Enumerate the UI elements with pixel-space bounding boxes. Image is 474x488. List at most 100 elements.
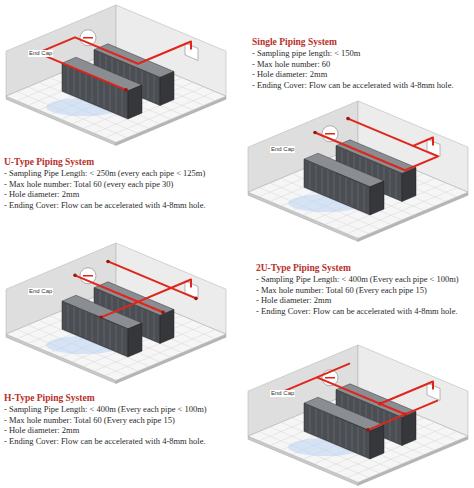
rack-divider bbox=[310, 163, 311, 189]
spec-line: - Ending Cover: Flow can be accelerated … bbox=[252, 80, 470, 91]
rack-divider bbox=[92, 315, 93, 341]
spec-line: - Hole diameter: 2mm bbox=[252, 69, 470, 80]
magnified-pipe bbox=[83, 37, 93, 39]
rack-divider bbox=[122, 327, 123, 353]
rack-divider bbox=[340, 419, 341, 445]
rack-divider bbox=[390, 169, 391, 195]
magnified-pipe bbox=[325, 133, 335, 135]
rack-side bbox=[128, 323, 142, 357]
rack-divider bbox=[68, 305, 69, 331]
spec-line: - Hole diameter: 2mm bbox=[4, 189, 244, 200]
end-cap bbox=[124, 88, 128, 92]
server-room bbox=[248, 345, 468, 485]
server-room bbox=[248, 101, 468, 241]
rack-front bbox=[304, 403, 370, 459]
text-block: U-Type Piping System- Sampling Pipe Leng… bbox=[4, 156, 244, 210]
spec-line: - Sampling Pipe Length: < 400m (Every ea… bbox=[4, 404, 244, 415]
spec-line: - Ending Cover: Flow can be accelerated … bbox=[4, 436, 244, 447]
rack-divider bbox=[116, 87, 117, 113]
end-cap bbox=[194, 297, 198, 301]
rack-divider bbox=[396, 416, 397, 442]
sampling-pipe bbox=[317, 377, 405, 414]
sampling-pipe bbox=[108, 261, 171, 287]
rack-divider bbox=[316, 165, 317, 191]
rack-divider bbox=[80, 310, 81, 336]
sampling-pipe bbox=[171, 288, 196, 299]
rack-divider bbox=[390, 413, 391, 439]
rack-divider bbox=[86, 312, 87, 338]
spec-line: - Hole diameter: 2mm bbox=[256, 295, 470, 306]
rack-divider bbox=[86, 74, 87, 100]
rack-divider bbox=[352, 424, 353, 450]
end-cap-label: End Cap bbox=[270, 146, 295, 153]
rack-divider bbox=[316, 409, 317, 435]
callout-label: End Cap bbox=[270, 146, 295, 153]
rack-side bbox=[402, 168, 416, 202]
sampling-pipe bbox=[368, 400, 438, 429]
text-block: Single Piping System- Sampling pipe leng… bbox=[252, 36, 470, 90]
callout-label: End Cap bbox=[28, 50, 53, 57]
rack-divider bbox=[334, 417, 335, 443]
rack-divider bbox=[116, 325, 117, 351]
end-cap-label: End Cap bbox=[270, 390, 295, 397]
heading: 2U-Type Piping System bbox=[256, 262, 470, 274]
sampling-pipe bbox=[138, 302, 163, 313]
rack-divider bbox=[310, 407, 311, 433]
heading: Single Piping System bbox=[252, 36, 470, 48]
floor bbox=[248, 146, 468, 238]
rack-divider bbox=[92, 77, 93, 103]
server-room bbox=[6, 5, 226, 145]
rack-front bbox=[304, 159, 370, 215]
end-cap-label: End Cap bbox=[28, 288, 53, 295]
rack-divider bbox=[364, 185, 365, 211]
heading: H-Type Piping System bbox=[4, 392, 244, 404]
rack-divider bbox=[358, 183, 359, 209]
floor bbox=[248, 390, 468, 482]
rack-side bbox=[160, 72, 174, 106]
rack-divider bbox=[104, 320, 105, 346]
end-cap bbox=[161, 310, 165, 314]
rack-divider bbox=[148, 73, 149, 99]
floor bbox=[6, 50, 226, 142]
rack-divider bbox=[68, 67, 69, 93]
end-cap bbox=[366, 428, 370, 432]
rack-divider bbox=[110, 84, 111, 110]
rack-side bbox=[370, 181, 384, 215]
rack-divider bbox=[322, 168, 323, 194]
sampling-pipe bbox=[280, 363, 350, 392]
end-cap bbox=[99, 316, 103, 320]
spec-line: - Ending Cover: Flow can be accelerated … bbox=[256, 306, 470, 317]
rack-divider bbox=[396, 172, 397, 198]
rack-divider bbox=[74, 307, 75, 333]
rack-divider bbox=[80, 72, 81, 98]
rack-divider bbox=[154, 76, 155, 102]
rack-divider bbox=[110, 322, 111, 348]
sampling-pipe bbox=[75, 275, 138, 301]
rack-side bbox=[370, 425, 384, 459]
rack-divider bbox=[328, 170, 329, 196]
rack-divider bbox=[358, 427, 359, 453]
rack-divider bbox=[364, 429, 365, 455]
rack-divider bbox=[340, 175, 341, 201]
callout-label: End Cap bbox=[270, 390, 295, 397]
spec-line: - Max hole number: 60 bbox=[252, 59, 470, 70]
rack-divider bbox=[352, 180, 353, 206]
sampling-pipe bbox=[348, 119, 433, 146]
rack-front bbox=[62, 63, 128, 119]
rack-divider bbox=[74, 69, 75, 95]
spec-line: - Sampling Pipe Length: < 400m (Every ea… bbox=[256, 274, 470, 285]
rack-divider bbox=[346, 178, 347, 204]
rack-divider bbox=[122, 89, 123, 115]
rack-side bbox=[160, 310, 174, 344]
rack-divider bbox=[322, 412, 323, 438]
text-block: 2U-Type Piping System- Sampling Pipe Len… bbox=[256, 262, 470, 316]
sampling-pipe bbox=[38, 37, 191, 90]
rack-side bbox=[128, 85, 142, 119]
end-cap bbox=[346, 117, 350, 121]
spec-line: - Sampling Pipe Length: < 250m (every ea… bbox=[4, 168, 244, 179]
rack-side bbox=[402, 412, 416, 446]
sampling-pipe bbox=[380, 382, 433, 404]
end-cap bbox=[73, 274, 77, 278]
sampling-pipe bbox=[101, 280, 191, 318]
